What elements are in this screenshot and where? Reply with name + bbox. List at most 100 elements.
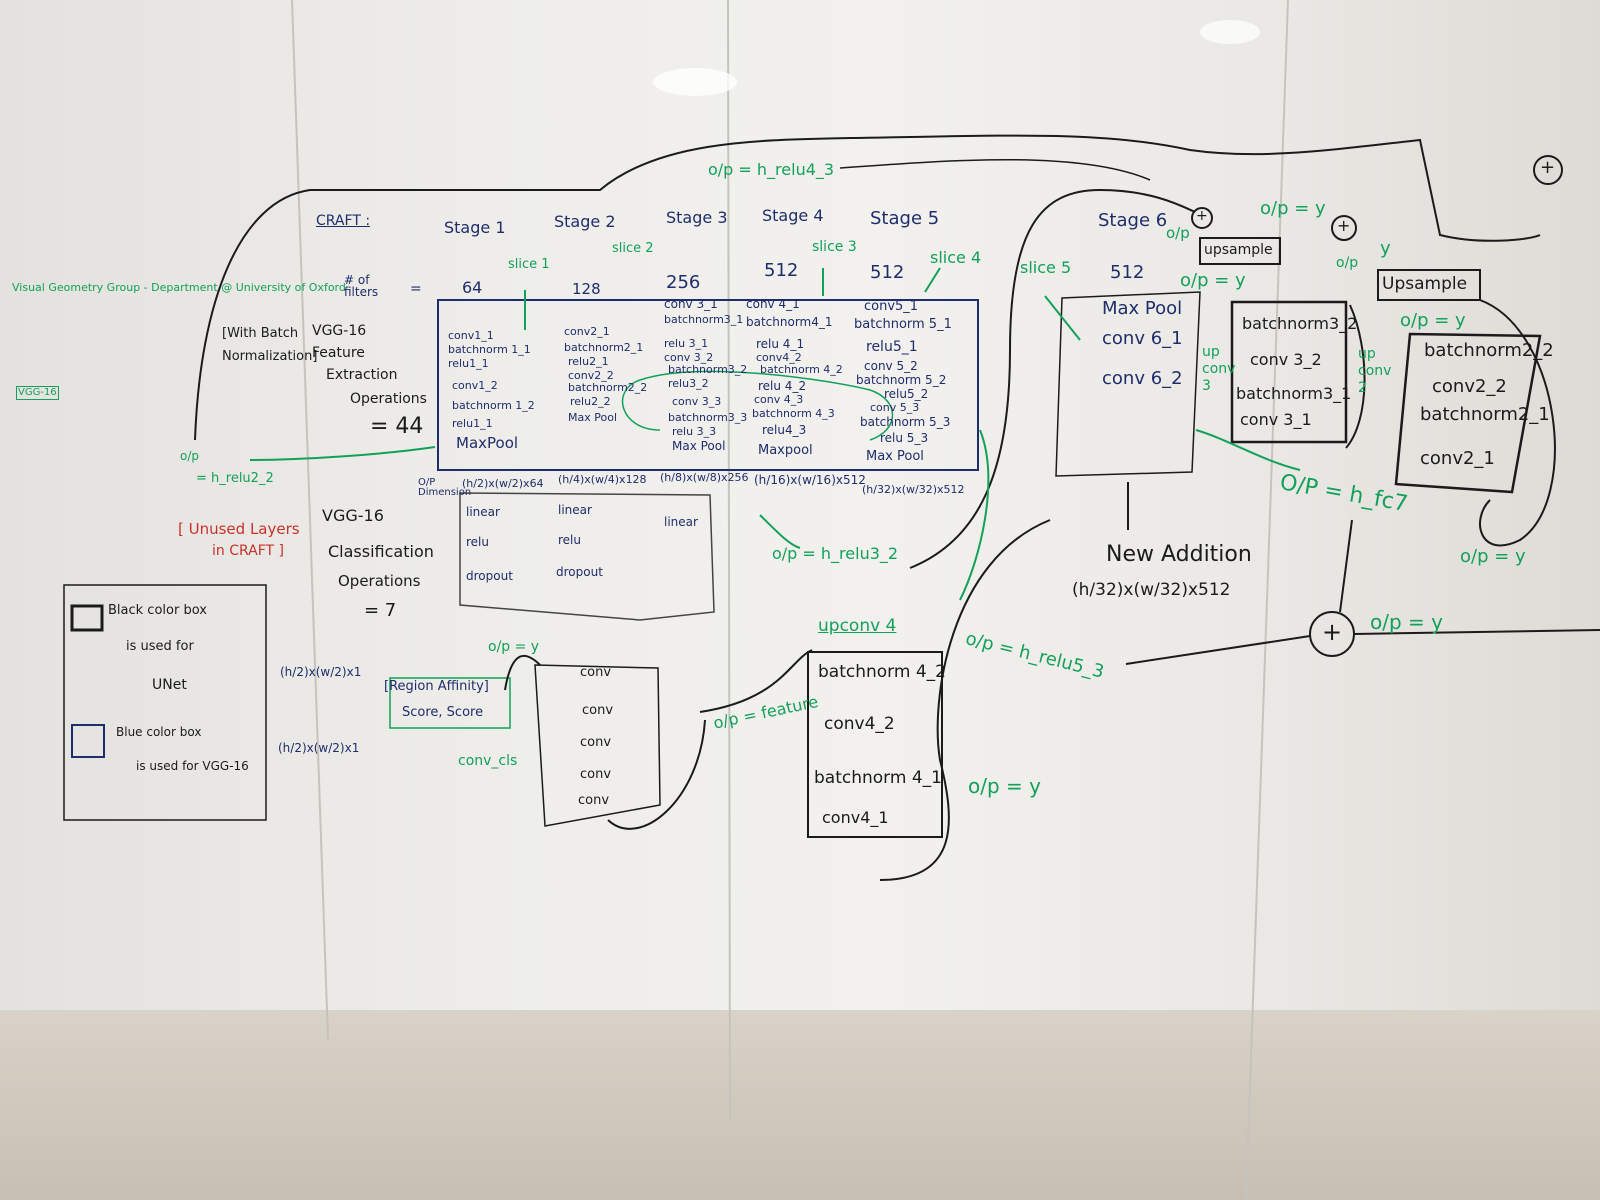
output-label: o/p bbox=[1336, 255, 1359, 271]
stage-4-layer: batchnorm 4_3 bbox=[752, 407, 835, 420]
stage-6-layer: conv 6_2 bbox=[1102, 368, 1183, 389]
stage-4-layer: Maxpool bbox=[758, 443, 813, 458]
upconv2-row: batchnorm2_1 bbox=[1420, 404, 1550, 425]
filters-stage-1: 64 bbox=[462, 278, 483, 297]
stage-3-layer: relu3_2 bbox=[668, 377, 709, 390]
stage-1-layer: MaxPool bbox=[456, 434, 519, 452]
slice-3-label: slice 3 bbox=[812, 239, 857, 255]
upsample-1: upsample bbox=[1204, 242, 1273, 258]
stage-1-layer: relu1_1 bbox=[452, 417, 493, 430]
plus-circle bbox=[1331, 215, 1357, 241]
stage-1-layer: batchnorm 1_2 bbox=[452, 399, 535, 412]
feature-line-2: Feature bbox=[312, 345, 365, 361]
stage6-box bbox=[1055, 291, 1201, 477]
dim-stage-3: (h/8)x(w/8)x256 bbox=[660, 471, 749, 484]
output-y: o/p = y bbox=[1400, 310, 1466, 331]
stage-5-layer: relu5_2 bbox=[884, 387, 929, 401]
stage-2-layer: relu2_1 bbox=[568, 355, 609, 368]
link-upconv2-right bbox=[1479, 299, 1556, 547]
stage-5-layer: batchnorm 5_1 bbox=[854, 317, 952, 332]
output-y: o/p = y bbox=[1460, 546, 1526, 567]
link-upconv3-right bbox=[1345, 304, 1366, 449]
green-curve bbox=[621, 370, 894, 441]
plus-sign: + bbox=[1540, 157, 1556, 178]
feature-line-4: Operations bbox=[350, 391, 427, 407]
green-curve bbox=[759, 514, 801, 549]
conv-cls-row: conv bbox=[578, 793, 610, 808]
dim-stage-4: (h/16)x(w/16)x512 bbox=[754, 473, 866, 487]
source-line-1: Visual Geometry Group - Department @ Uni… bbox=[12, 281, 346, 294]
stage-2-label: Stage 2 bbox=[554, 212, 616, 231]
stage-6-layer: Max Pool bbox=[1102, 298, 1183, 319]
output-y: o/p = y bbox=[1260, 198, 1326, 219]
stage-2-layer: conv2_1 bbox=[564, 325, 610, 338]
output-y: o/p = y bbox=[488, 639, 540, 655]
score-dim-2: (h/2)x(w/2)x1 bbox=[278, 741, 360, 755]
plus-circle bbox=[1533, 155, 1563, 185]
classifier-cell: linear bbox=[466, 505, 500, 519]
dim-stage-1: (h/2)x(w/2)x64 bbox=[462, 477, 544, 490]
new-addition-label: New Addition bbox=[1106, 542, 1252, 567]
stage-5-layer: conv5_1 bbox=[864, 299, 919, 314]
stage-5-layer: relu5_1 bbox=[866, 339, 918, 355]
upconv2-row: batchnorm2_2 bbox=[1424, 340, 1554, 361]
conv-cls-row: conv bbox=[580, 735, 612, 750]
legend-blue-1: Blue color box bbox=[116, 725, 202, 739]
region-box bbox=[389, 677, 511, 729]
legend-box bbox=[63, 584, 267, 821]
with-batchnorm-note: [With Batch Normalization] bbox=[222, 326, 318, 365]
score-dim-1: (h/2)x(w/2)x1 bbox=[280, 665, 362, 679]
stage-5-label: Stage 5 bbox=[870, 208, 940, 229]
stage-4-layer: batchnorm 4_2 bbox=[760, 363, 843, 376]
stage-5-layer: Max Pool bbox=[866, 449, 924, 464]
legend-black-2: is used for bbox=[126, 639, 194, 654]
upconv4-row: batchnorm 4_2 bbox=[818, 662, 946, 682]
stage-4-layer: relu4_3 bbox=[762, 423, 807, 437]
stage-3-layer: conv 3_3 bbox=[672, 395, 722, 408]
classifier-cell: relu bbox=[558, 533, 581, 547]
conv-cls-box bbox=[534, 664, 661, 827]
upsample-box-1 bbox=[1199, 237, 1281, 265]
conv-cls-row: conv bbox=[580, 665, 612, 680]
stage-2-layer: conv2_2 bbox=[568, 369, 614, 382]
filters-stage-2: 128 bbox=[572, 280, 601, 298]
stage-3-layer: conv 3_1 bbox=[664, 297, 718, 311]
region-score: Score, Score bbox=[402, 705, 484, 720]
stage-3-layer: batchnorm3_2 bbox=[668, 363, 748, 376]
classifier-cell: dropout bbox=[466, 569, 513, 583]
stage-4-layer: conv4_2 bbox=[756, 351, 802, 364]
upsample-2: Upsample bbox=[1382, 274, 1468, 294]
link-convcls bbox=[504, 654, 706, 830]
stage-1-label: Stage 1 bbox=[444, 218, 506, 237]
green-curve bbox=[959, 429, 990, 601]
stage-3-layer: conv 3_2 bbox=[664, 351, 714, 364]
outer-loop-line bbox=[194, 134, 1541, 441]
output-y: o/p = y bbox=[1180, 270, 1246, 291]
light-glare bbox=[1200, 20, 1260, 44]
upconv4-label: upconv 4 bbox=[818, 616, 897, 636]
legend-black-1: Black color box bbox=[108, 603, 207, 618]
link-stage6 bbox=[909, 188, 1196, 569]
slice-1-label: slice 1 bbox=[508, 257, 550, 272]
classifier-cell: dropout bbox=[556, 565, 603, 579]
green-link bbox=[249, 446, 436, 461]
feature-line-3: Extraction bbox=[326, 367, 398, 383]
link-upconv4 bbox=[879, 519, 1051, 881]
output-y: o/p = y bbox=[968, 774, 1041, 798]
stage-5-layer: batchnorm 5_3 bbox=[860, 415, 951, 429]
upconv2-label: up conv 2 bbox=[1358, 346, 1392, 396]
stage-2-layer: batchnorm2_1 bbox=[564, 341, 644, 354]
upconv3-row: conv 3_2 bbox=[1250, 350, 1322, 369]
upconv2-box bbox=[1394, 332, 1542, 494]
output-line bbox=[1353, 629, 1600, 635]
slice-4-label: slice 4 bbox=[930, 248, 982, 267]
output-y: o/p = y bbox=[1370, 610, 1443, 634]
stage-2-layer: Max Pool bbox=[568, 411, 617, 424]
stage-1-layer: relu1_1 bbox=[448, 357, 489, 370]
upconv4-row: batchnorm 4_1 bbox=[814, 768, 942, 788]
feature-line-5: = 44 bbox=[370, 414, 424, 439]
stage-5-layer: relu 5_3 bbox=[880, 431, 929, 445]
unused-note-2: in CRAFT ] bbox=[212, 543, 284, 559]
unused-note-1: [ Unused Layers bbox=[178, 520, 300, 538]
